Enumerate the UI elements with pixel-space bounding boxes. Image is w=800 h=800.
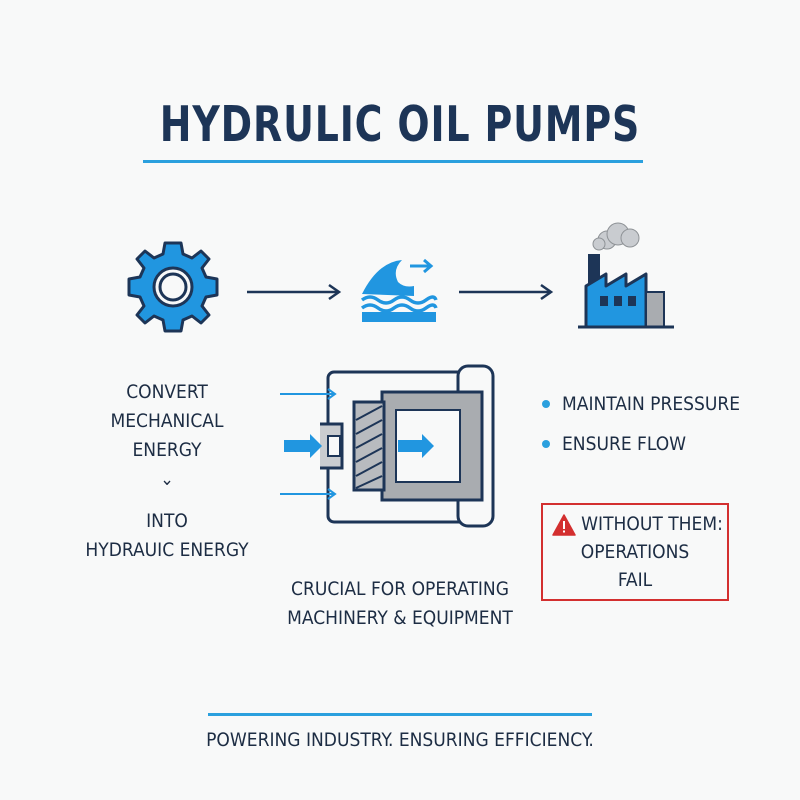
caption-line-1: CRUCIAL FOR OPERATING: [291, 578, 509, 600]
bullet-text: ENSURE FLOW: [562, 433, 687, 455]
footer-rule: [208, 713, 592, 716]
hydraulic-wave-icon: [360, 258, 438, 322]
caption-line-2: MACHINERY & EQUIPMENT: [287, 607, 513, 629]
bullet-dot-icon: [542, 400, 550, 408]
bullet-dot-icon: [542, 440, 550, 448]
warning-line-2: OPERATIONS: [580, 541, 690, 563]
bullet-item-pressure: MAINTAIN PRESSURE: [542, 393, 740, 415]
bullet-text: MAINTAIN PRESSURE: [562, 393, 741, 415]
convert-line-2: MECHANICAL: [110, 410, 224, 432]
into-line-2: HYDRAUIC ENERGY: [85, 539, 249, 561]
factory-icon: [578, 222, 674, 329]
into-label: INTO HYDRAUIC ENERGY: [62, 507, 272, 565]
title-underline: [143, 160, 643, 163]
warning-box: [541, 503, 729, 601]
warning-text-body: OPERATIONS FAIL: [541, 538, 729, 594]
gear-icon: [127, 241, 219, 333]
convert-line-3: ENERGY: [132, 439, 202, 461]
warning-line-1: WITHOUT THEM:: [581, 513, 723, 535]
convert-label: CONVERT MECHANICAL ENERGY: [80, 378, 254, 465]
bullet-item-flow: ENSURE FLOW: [542, 433, 686, 455]
warning-line-3: FAIL: [617, 569, 653, 591]
pump-cross-section-icon: [280, 364, 495, 528]
warning-text: WITHOUT THEM:: [578, 510, 726, 538]
footer-tagline: POWERING INDUSTRY. ENSURING EFFICIENCY.: [206, 729, 594, 751]
down-chevron-icon: ⌄: [160, 469, 174, 490]
into-line-1: INTO: [146, 510, 188, 532]
page-title: HYDRULIC OIL PUMPS: [159, 96, 641, 153]
center-caption: CRUCIAL FOR OPERATING MACHINERY & EQUIPM…: [262, 575, 538, 633]
warning-icon: [552, 514, 576, 536]
convert-line-1: CONVERT: [126, 381, 208, 403]
flow-arrow-icon: [459, 283, 554, 301]
flow-arrow-icon: [247, 283, 342, 301]
